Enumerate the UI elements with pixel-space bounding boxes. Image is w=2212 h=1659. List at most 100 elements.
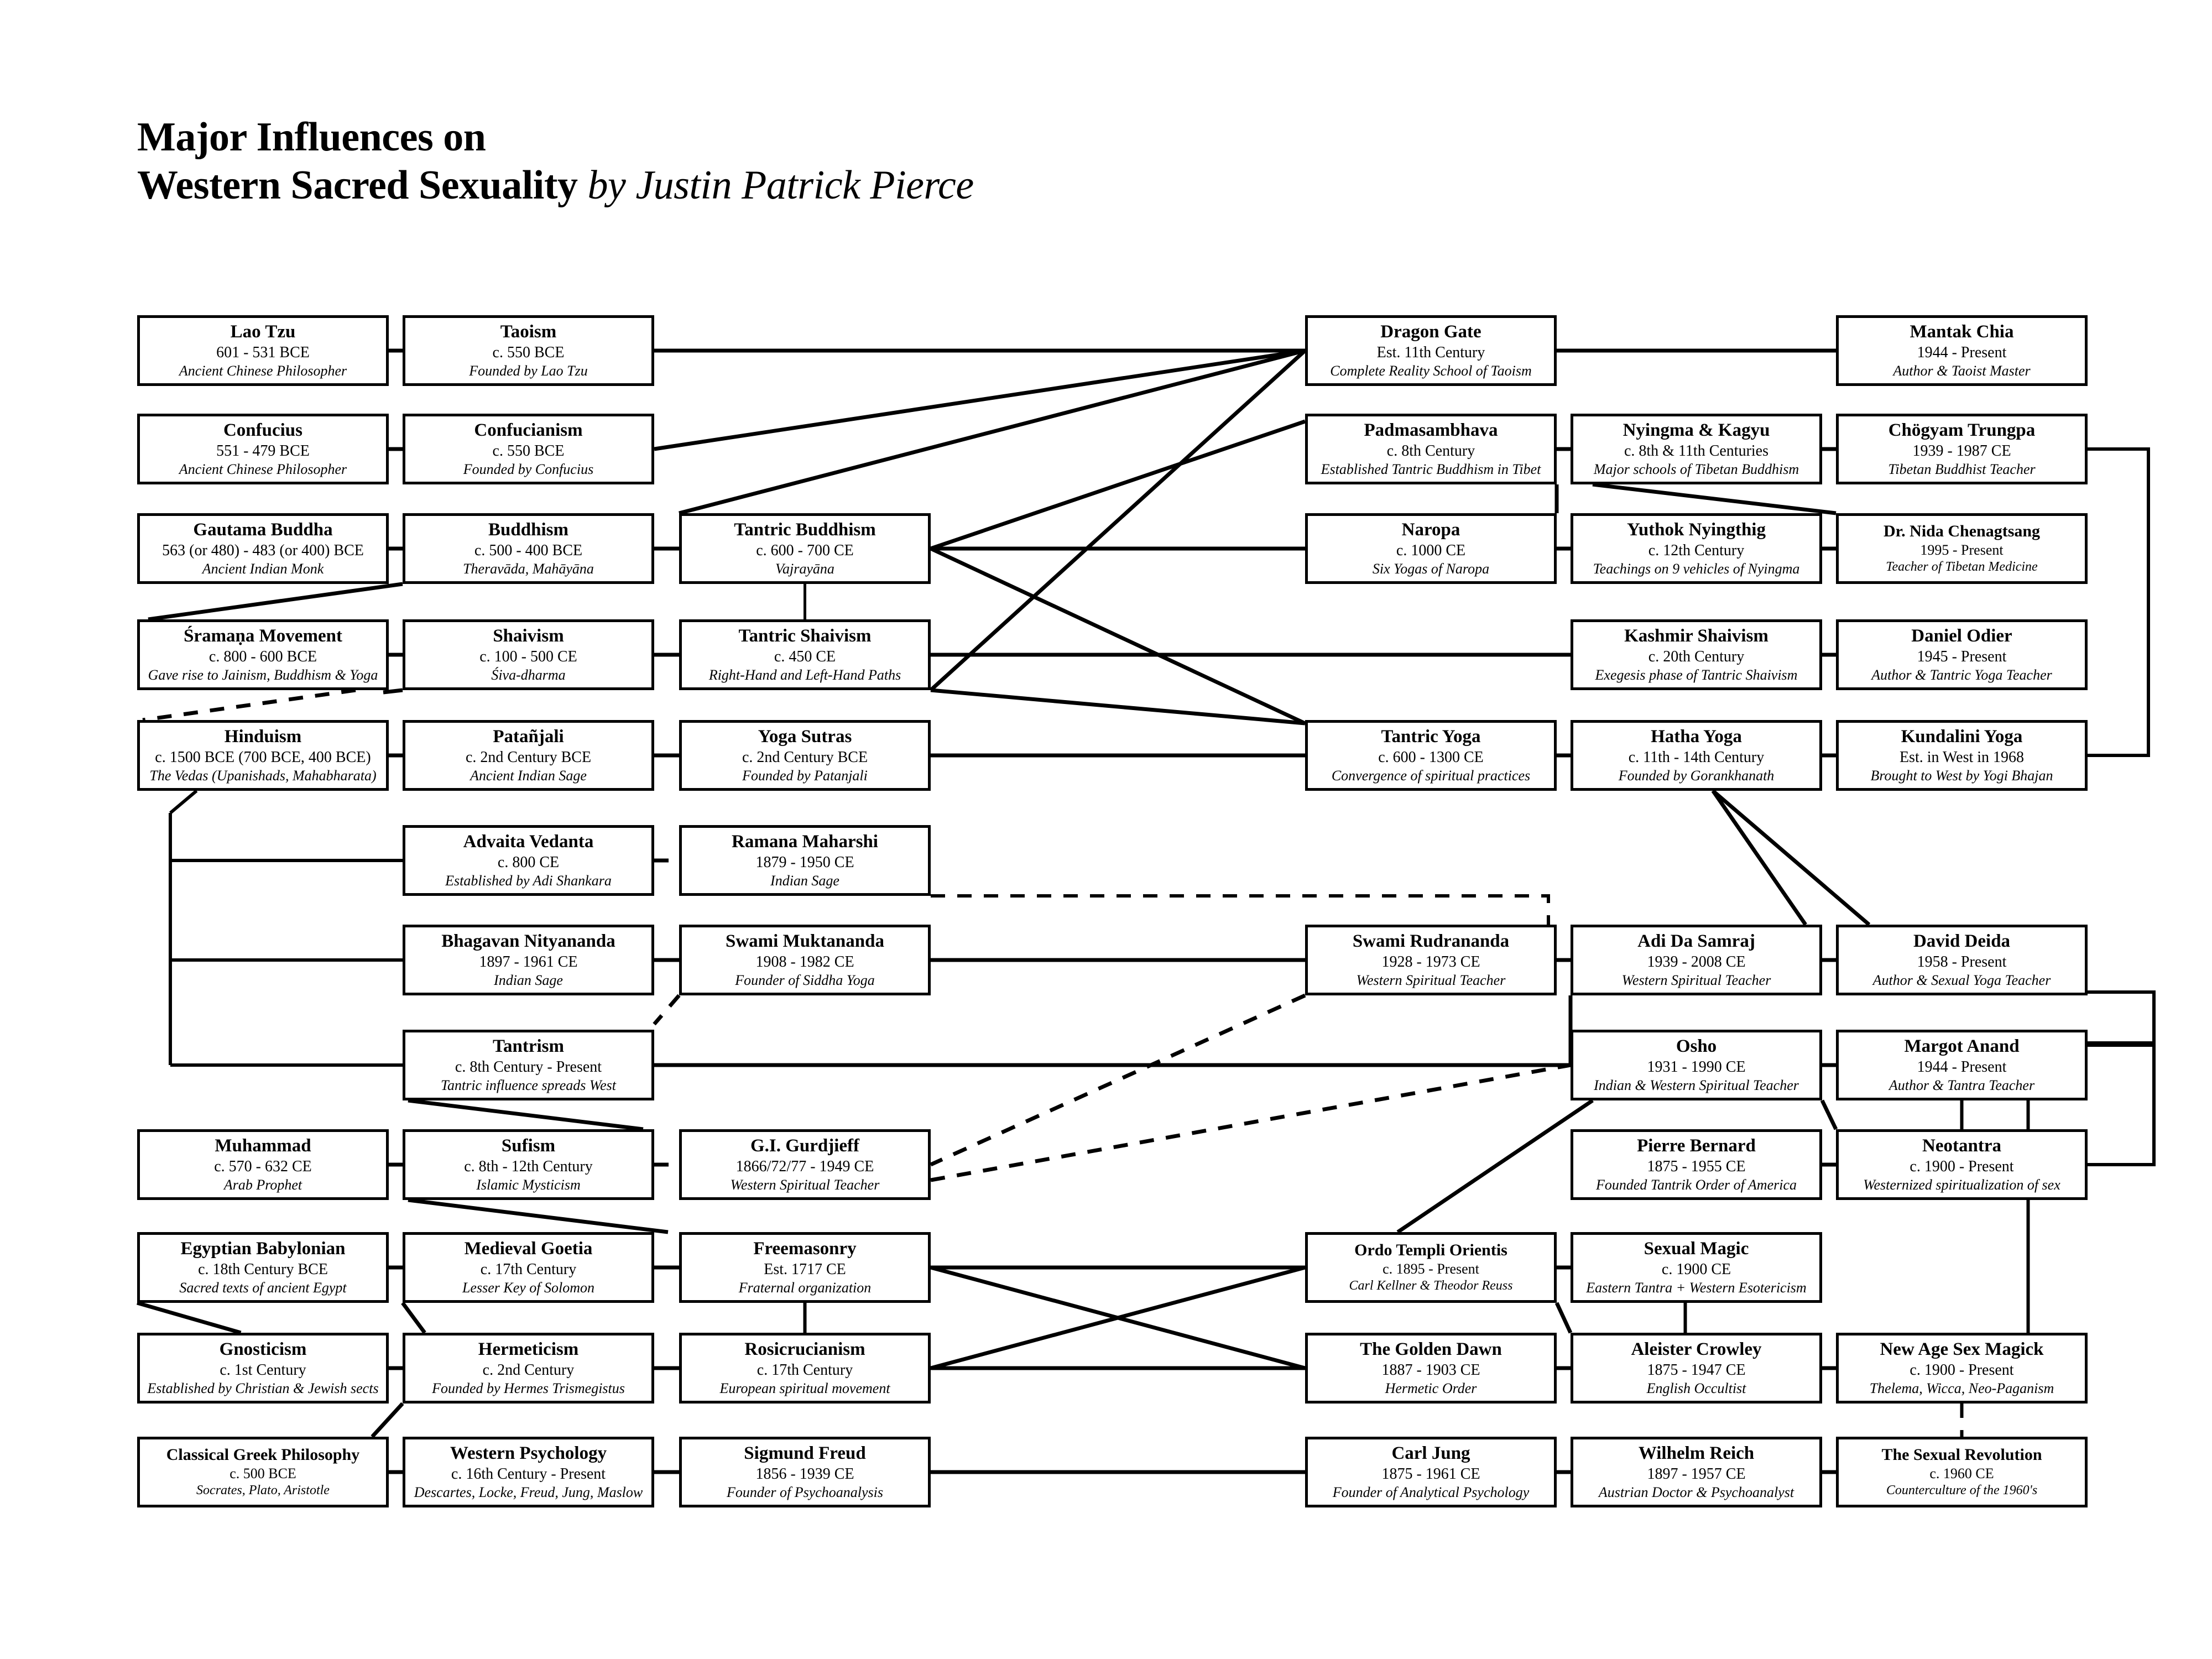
edge-solid bbox=[137, 1301, 242, 1335]
node-description: Vajrayāna bbox=[775, 560, 834, 577]
node-dates: c. 8th & 11th Centuries bbox=[1624, 442, 1769, 460]
node-dates: c. 2nd Century BCE bbox=[465, 748, 592, 766]
node-title: Lao Tzu bbox=[230, 321, 296, 342]
node-dates: c. 550 BCE bbox=[492, 343, 565, 361]
node-dates: c. 20th Century bbox=[1648, 648, 1745, 665]
node-title: Pierre Bernard bbox=[1637, 1135, 1756, 1156]
edge-solid bbox=[930, 688, 1306, 726]
node-dates: c. 1960 CE bbox=[1929, 1465, 1994, 1482]
node-title: G.I. Gurdjieff bbox=[750, 1135, 860, 1156]
node-dates: 1897 - 1961 CE bbox=[479, 953, 578, 971]
node-dates: 1944 - Present bbox=[1917, 1058, 2007, 1076]
node-description: Founder of Siddha Yoga bbox=[735, 972, 875, 988]
node-description: Founded by Confucius bbox=[463, 461, 594, 477]
node-description: Tibetan Buddhist Teacher bbox=[1888, 461, 2036, 477]
node-dates: c. 600 - 1300 CE bbox=[1378, 748, 1484, 766]
node-title: Carl Jung bbox=[1391, 1443, 1470, 1463]
node-description: Author & Tantra Teacher bbox=[1888, 1077, 2035, 1093]
node-description: Descartes, Locke, Freud, Jung, Maslow bbox=[414, 1484, 643, 1500]
node-dates: 1897 - 1957 CE bbox=[1647, 1465, 1746, 1483]
edge-solid bbox=[401, 1301, 426, 1334]
edge-solid bbox=[930, 1265, 1306, 1370]
node-description: Author & Taoist Master bbox=[1893, 362, 2031, 379]
node-title: Aleister Crowley bbox=[1631, 1339, 1762, 1359]
node-title: Swami Rudrananda bbox=[1352, 931, 1510, 951]
node-title: Hatha Yoga bbox=[1651, 726, 1742, 747]
node-description: Islamic Mysticism bbox=[476, 1176, 581, 1193]
node-title: Margot Anand bbox=[1904, 1036, 2020, 1056]
node-dates: c. 12th Century bbox=[1648, 541, 1745, 559]
edge-solid bbox=[1711, 790, 1807, 926]
node-description: Author & Sexual Yoga Teacher bbox=[1872, 972, 2051, 988]
node-title: Classical Greek Philosophy bbox=[166, 1445, 360, 1464]
node-title: Chögyam Trungpa bbox=[1888, 420, 2036, 440]
node-title: Medieval Goetia bbox=[464, 1238, 593, 1259]
node-title: New Age Sex Magick bbox=[1880, 1339, 2044, 1359]
edge-solid bbox=[371, 1402, 404, 1438]
node-dates: c. 1st Century bbox=[220, 1361, 306, 1379]
node-title: Confucianism bbox=[474, 420, 583, 440]
node-dates: 1939 - 2008 CE bbox=[1647, 953, 1746, 971]
node-description: Indian & Western Spiritual Teacher bbox=[1594, 1077, 1799, 1093]
edge-solid bbox=[1396, 1099, 1594, 1234]
